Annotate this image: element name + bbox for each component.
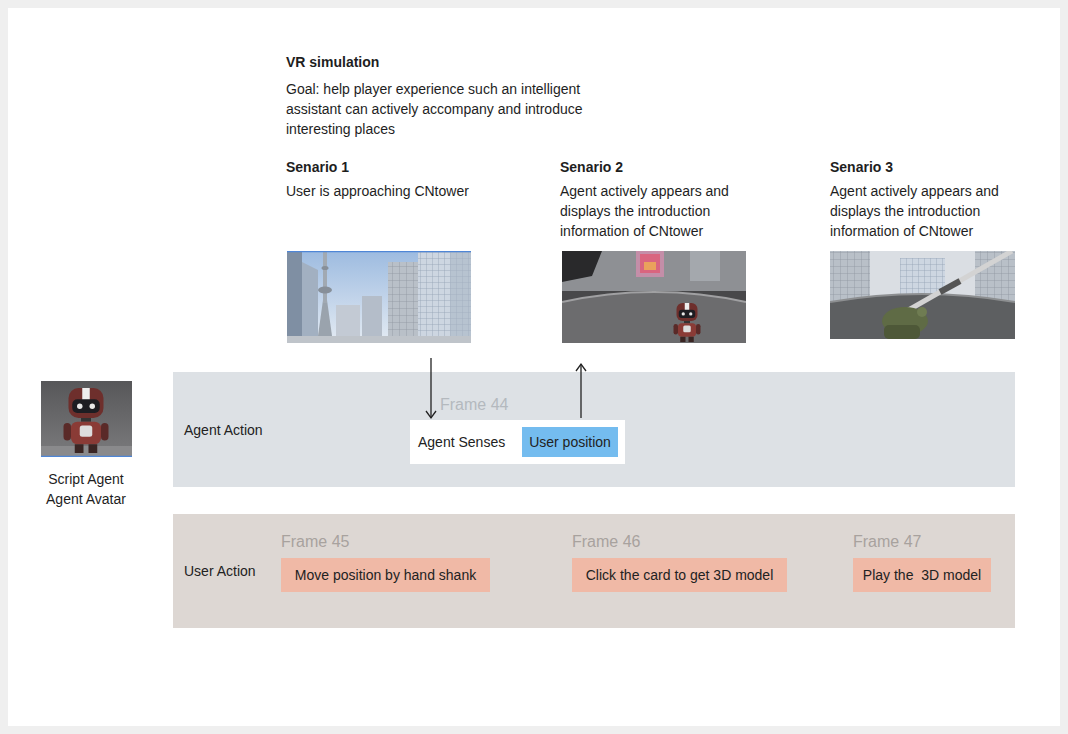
illustration-part (80, 426, 93, 437)
avatar-caption: Script Agent Agent Avatar (36, 469, 136, 509)
illustration-part (682, 312, 685, 315)
illustration-part (302, 262, 318, 343)
frame-box: Frame 44Agent SensesUser position (410, 420, 625, 464)
flow-arrow-line (430, 358, 431, 418)
scenario-description: User is approaching CNtower (286, 181, 496, 201)
frame-number: Frame 45 (281, 532, 349, 552)
illustration-part (674, 303, 701, 342)
scenario-heading: Senario 1 (286, 157, 486, 177)
illustration-part (388, 262, 418, 343)
illustration-part (940, 281, 960, 292)
node-label: User position (529, 427, 611, 457)
scenario-description: Agent actively appears and displays the … (830, 181, 1030, 241)
scenario-heading: Senario 2 (560, 157, 760, 177)
illustration-part (679, 310, 696, 318)
illustration-part (562, 292, 746, 302)
illustration-part (287, 251, 471, 252)
scenario-description: Agent actively appears and displays the … (560, 181, 760, 241)
illustration-part (287, 251, 471, 343)
illustration-part (884, 325, 920, 339)
illustration-part (418, 251, 471, 343)
illustration-part (41, 446, 132, 457)
lane-label: Agent Action (184, 420, 263, 440)
illustration-part (640, 254, 660, 273)
illustration-part (684, 321, 690, 323)
illustration-part (674, 324, 679, 335)
frame-number: Frame 47 (853, 532, 921, 552)
illustration-part (72, 399, 100, 413)
illustration-part (689, 337, 694, 342)
illustration-part (322, 266, 329, 270)
illustration-part (830, 251, 870, 303)
illustration-part (636, 251, 664, 277)
illustration-part (323, 251, 327, 303)
illustration-part (830, 251, 1015, 339)
illustration-part (917, 307, 927, 317)
swimlane-band: User ActionFrame 45Move position by hand… (173, 514, 1015, 628)
illustration-part (644, 262, 656, 270)
node-label: Move position by hand shank (295, 558, 476, 592)
illustration-part (680, 337, 685, 342)
illustration-part (77, 403, 83, 409)
node-label: Play the 3D model (863, 558, 981, 592)
frame-number: Frame 44 (440, 395, 508, 415)
canvas-panel (8, 8, 1060, 726)
node-label: Agent Senses (418, 432, 505, 452)
illustration-part (905, 251, 1012, 312)
illustration-part (41, 456, 132, 457)
illustration-part (64, 423, 72, 441)
illustration-part (75, 444, 84, 453)
lane-label: User Action (184, 561, 256, 581)
illustration-part (450, 251, 471, 343)
flow-arrow-head (576, 364, 586, 371)
illustration-part (101, 423, 109, 441)
illustration-part (82, 388, 90, 401)
illustration-part (89, 444, 98, 453)
agent-avatar-image (41, 381, 132, 457)
action-box: Frame 46Click the card to get 3D model (572, 558, 787, 592)
scenario-3-image (830, 251, 1015, 339)
illustration-part (677, 303, 698, 321)
illustration-part (696, 324, 701, 335)
illustration-part (69, 388, 104, 418)
illustration-part (678, 323, 696, 337)
node-label: Click the card to get 3D model (586, 558, 774, 592)
sensed-state-chip: User position (522, 427, 618, 457)
scenario-heading: Senario 3 (830, 157, 1030, 177)
illustration-part (71, 422, 101, 445)
illustration-part (562, 292, 746, 343)
swimlane-band: Agent Action Frame 44 Agent Senses User pos… (173, 372, 1015, 487)
flow-arrow-line (580, 364, 581, 418)
page-title: VR simulation (286, 52, 606, 72)
scenario-1-image (287, 251, 471, 343)
frame-number: Frame 46 (572, 532, 640, 552)
illustration-part (90, 403, 96, 409)
action-box: Frame 47Play the 3D model (853, 558, 991, 592)
illustration-part (562, 251, 746, 343)
illustration-part (287, 336, 471, 343)
illustration-part (362, 296, 382, 343)
illustration-part (287, 251, 302, 343)
illustration-part (41, 381, 132, 457)
illustration-part (685, 303, 690, 311)
illustration-part (689, 312, 692, 315)
goal-note: Goal: help player experience such an int… (286, 79, 631, 139)
flow-arrow-head (426, 411, 436, 418)
illustration-part (690, 251, 720, 281)
scenario-2-image (562, 251, 746, 343)
illustration-part (562, 251, 602, 282)
illustration-part (318, 287, 332, 294)
illustration-part (683, 326, 691, 333)
illustration-part (562, 251, 746, 291)
illustration-part (64, 388, 109, 453)
illustration-part (81, 418, 91, 422)
action-box: Frame 45Move position by hand shank (281, 558, 490, 592)
